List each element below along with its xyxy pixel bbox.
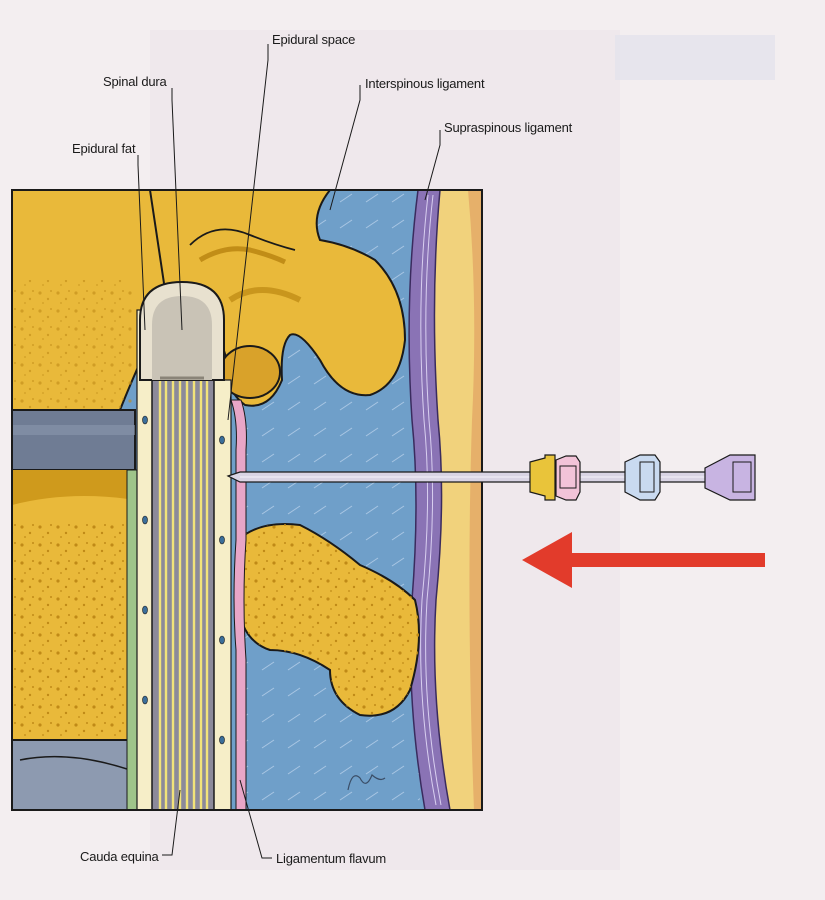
label-ligamentum-flavum: Ligamentum flavum [276,851,387,866]
supraspinous-ligament [408,190,451,810]
cauda-equina-fibers [158,380,209,810]
label-leader-lines [137,44,441,859]
label-spinal-dura: Spinal dura [103,74,167,89]
label-epidural-space: Epidural space [272,32,356,47]
label-cauda-equina: Cauda equina [80,849,159,864]
label-interspinous-ligament: Interspinous ligament [365,76,485,91]
intervertebral-disc [12,409,136,471]
arrow-left-icon [522,532,765,588]
ligamentum-flavum [230,399,247,810]
label-epidural-fat: Epidural fat [72,141,136,156]
epidural-needle-icon [226,454,756,501]
cross-section-frame [12,190,482,810]
label-supraspinous-ligament: Supraspinous ligament [444,120,573,135]
thecal-sac [151,329,215,810]
